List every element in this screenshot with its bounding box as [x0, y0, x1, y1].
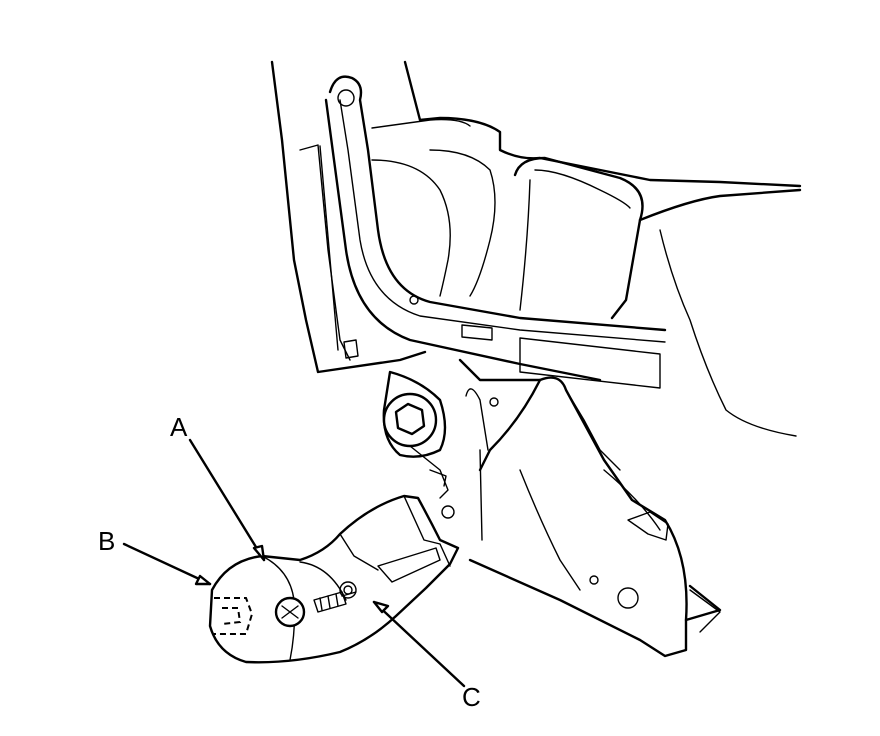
- mounting-bracket: [458, 358, 722, 658]
- body-panel: [270, 60, 427, 374]
- callout-label-a: A: [170, 412, 188, 442]
- frame-rail: [324, 75, 667, 389]
- callout-leaders: [122, 438, 466, 688]
- callout-label-c: C: [462, 682, 481, 712]
- seat-structure: [371, 60, 802, 437]
- leader-b: [122, 542, 212, 586]
- callout-label-b: B: [98, 526, 116, 556]
- cover-part-a: [208, 494, 460, 664]
- leader-a-arrow: [252, 544, 266, 562]
- flange-bolt: [382, 370, 499, 519]
- leader-c: [372, 600, 466, 688]
- leader-b-arrow: [194, 574, 212, 586]
- screw-part-c: [274, 591, 357, 628]
- leader-a: [188, 438, 266, 562]
- leader-c-arrow: [372, 600, 390, 614]
